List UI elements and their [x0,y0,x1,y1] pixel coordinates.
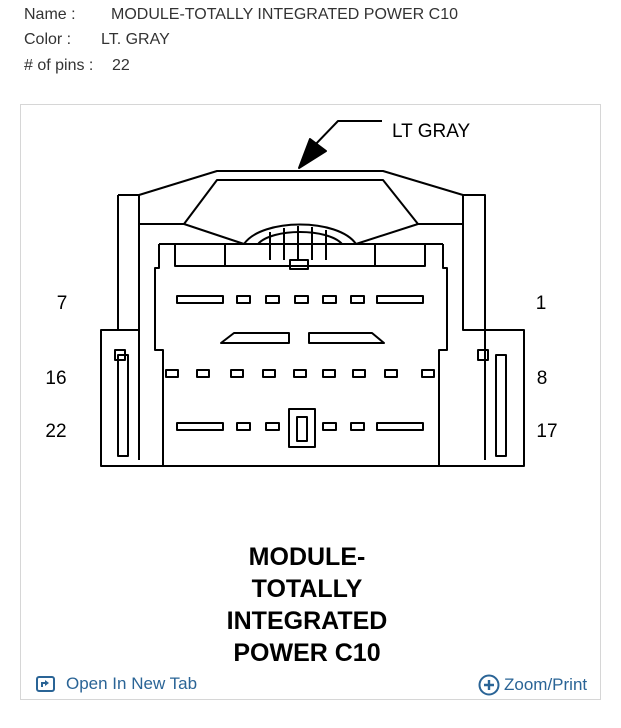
right-latch [484,330,507,460]
polarization-rib-right [308,332,385,344]
caption-line-1: MODULE- [249,543,366,571]
pin-label-8: 8 [537,368,548,389]
connector-hood [138,170,464,196]
caption-line-3: INTEGRATED [227,607,388,635]
pin-row-1 [176,295,424,304]
color-callout-label: LT GRAY [392,121,470,142]
pins-label: # of pins : [24,57,94,74]
zoom-plus-icon [478,674,500,696]
info-pins-row: # of pins : 22 [24,57,130,75]
pin-label-7: 7 [57,293,68,314]
info-name-row: Name : MODULE-TOTALLY INTEGRATED POWER C… [24,6,458,24]
polarization-rib-left [220,332,290,344]
connector-outer-body [100,194,525,467]
color-label: Color : [24,31,72,48]
name-label: Name : [24,6,76,23]
caption-line-2: TOTALLY [252,575,363,603]
zoom-print-label: Zoom/Print [504,675,588,694]
pins-value: 22 [112,57,130,74]
center-key [289,259,309,270]
latch-dome [243,223,357,245]
pin-label-1: 1 [536,293,547,314]
open-in-new-tab-link[interactable]: Open In New Tab [36,674,197,694]
open-in-new-tab-label: Open In New Tab [66,674,198,693]
zoom-print-link[interactable]: Zoom/Print [478,674,587,696]
pin-label-22: 22 [45,421,66,442]
callout-arrowhead [298,138,327,169]
connector-inner-face [154,244,164,466]
info-color-row: Color : LT. GRAY [24,31,170,49]
pin-label-17: 17 [536,421,557,442]
color-value: LT. GRAY [101,31,170,48]
callout-leader-line [311,120,382,149]
center-lock [288,408,316,448]
card-footer: Open In New Tab Zoom/Print [0,664,621,704]
name-value: MODULE-TOTALLY INTEGRATED POWER C10 [111,6,459,23]
caption-line-4: POWER C10 [233,639,380,667]
open-new-tab-icon [36,675,56,693]
pin-row-2 [165,369,435,378]
pin-row-3 [176,422,424,431]
pin-label-16: 16 [45,368,66,389]
connector-diagram-card [20,104,601,700]
